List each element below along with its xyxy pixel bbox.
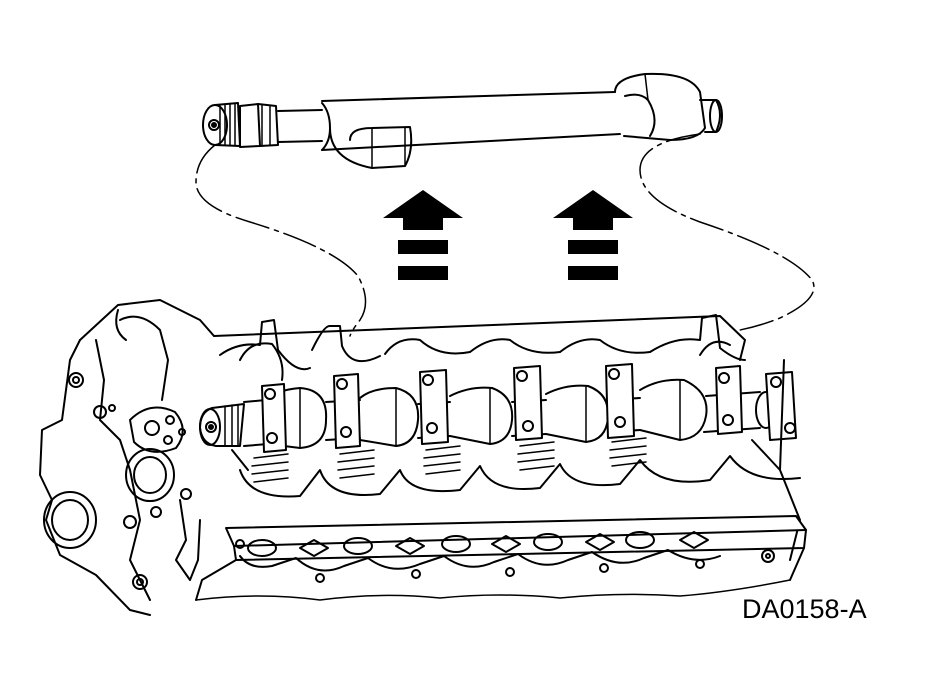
cylinder-head (39, 299, 807, 616)
valve-springs (251, 437, 647, 483)
head-deck (195, 515, 807, 601)
arrow-up-icon (383, 190, 463, 280)
bearing-caps (261, 363, 797, 453)
lift-direction-arrows (383, 190, 633, 280)
figure-code-label: DA0158-A (742, 594, 867, 624)
camshaft (202, 72, 723, 169)
arrow-up-icon (553, 190, 633, 280)
alignment-guide-lines (195, 133, 815, 337)
